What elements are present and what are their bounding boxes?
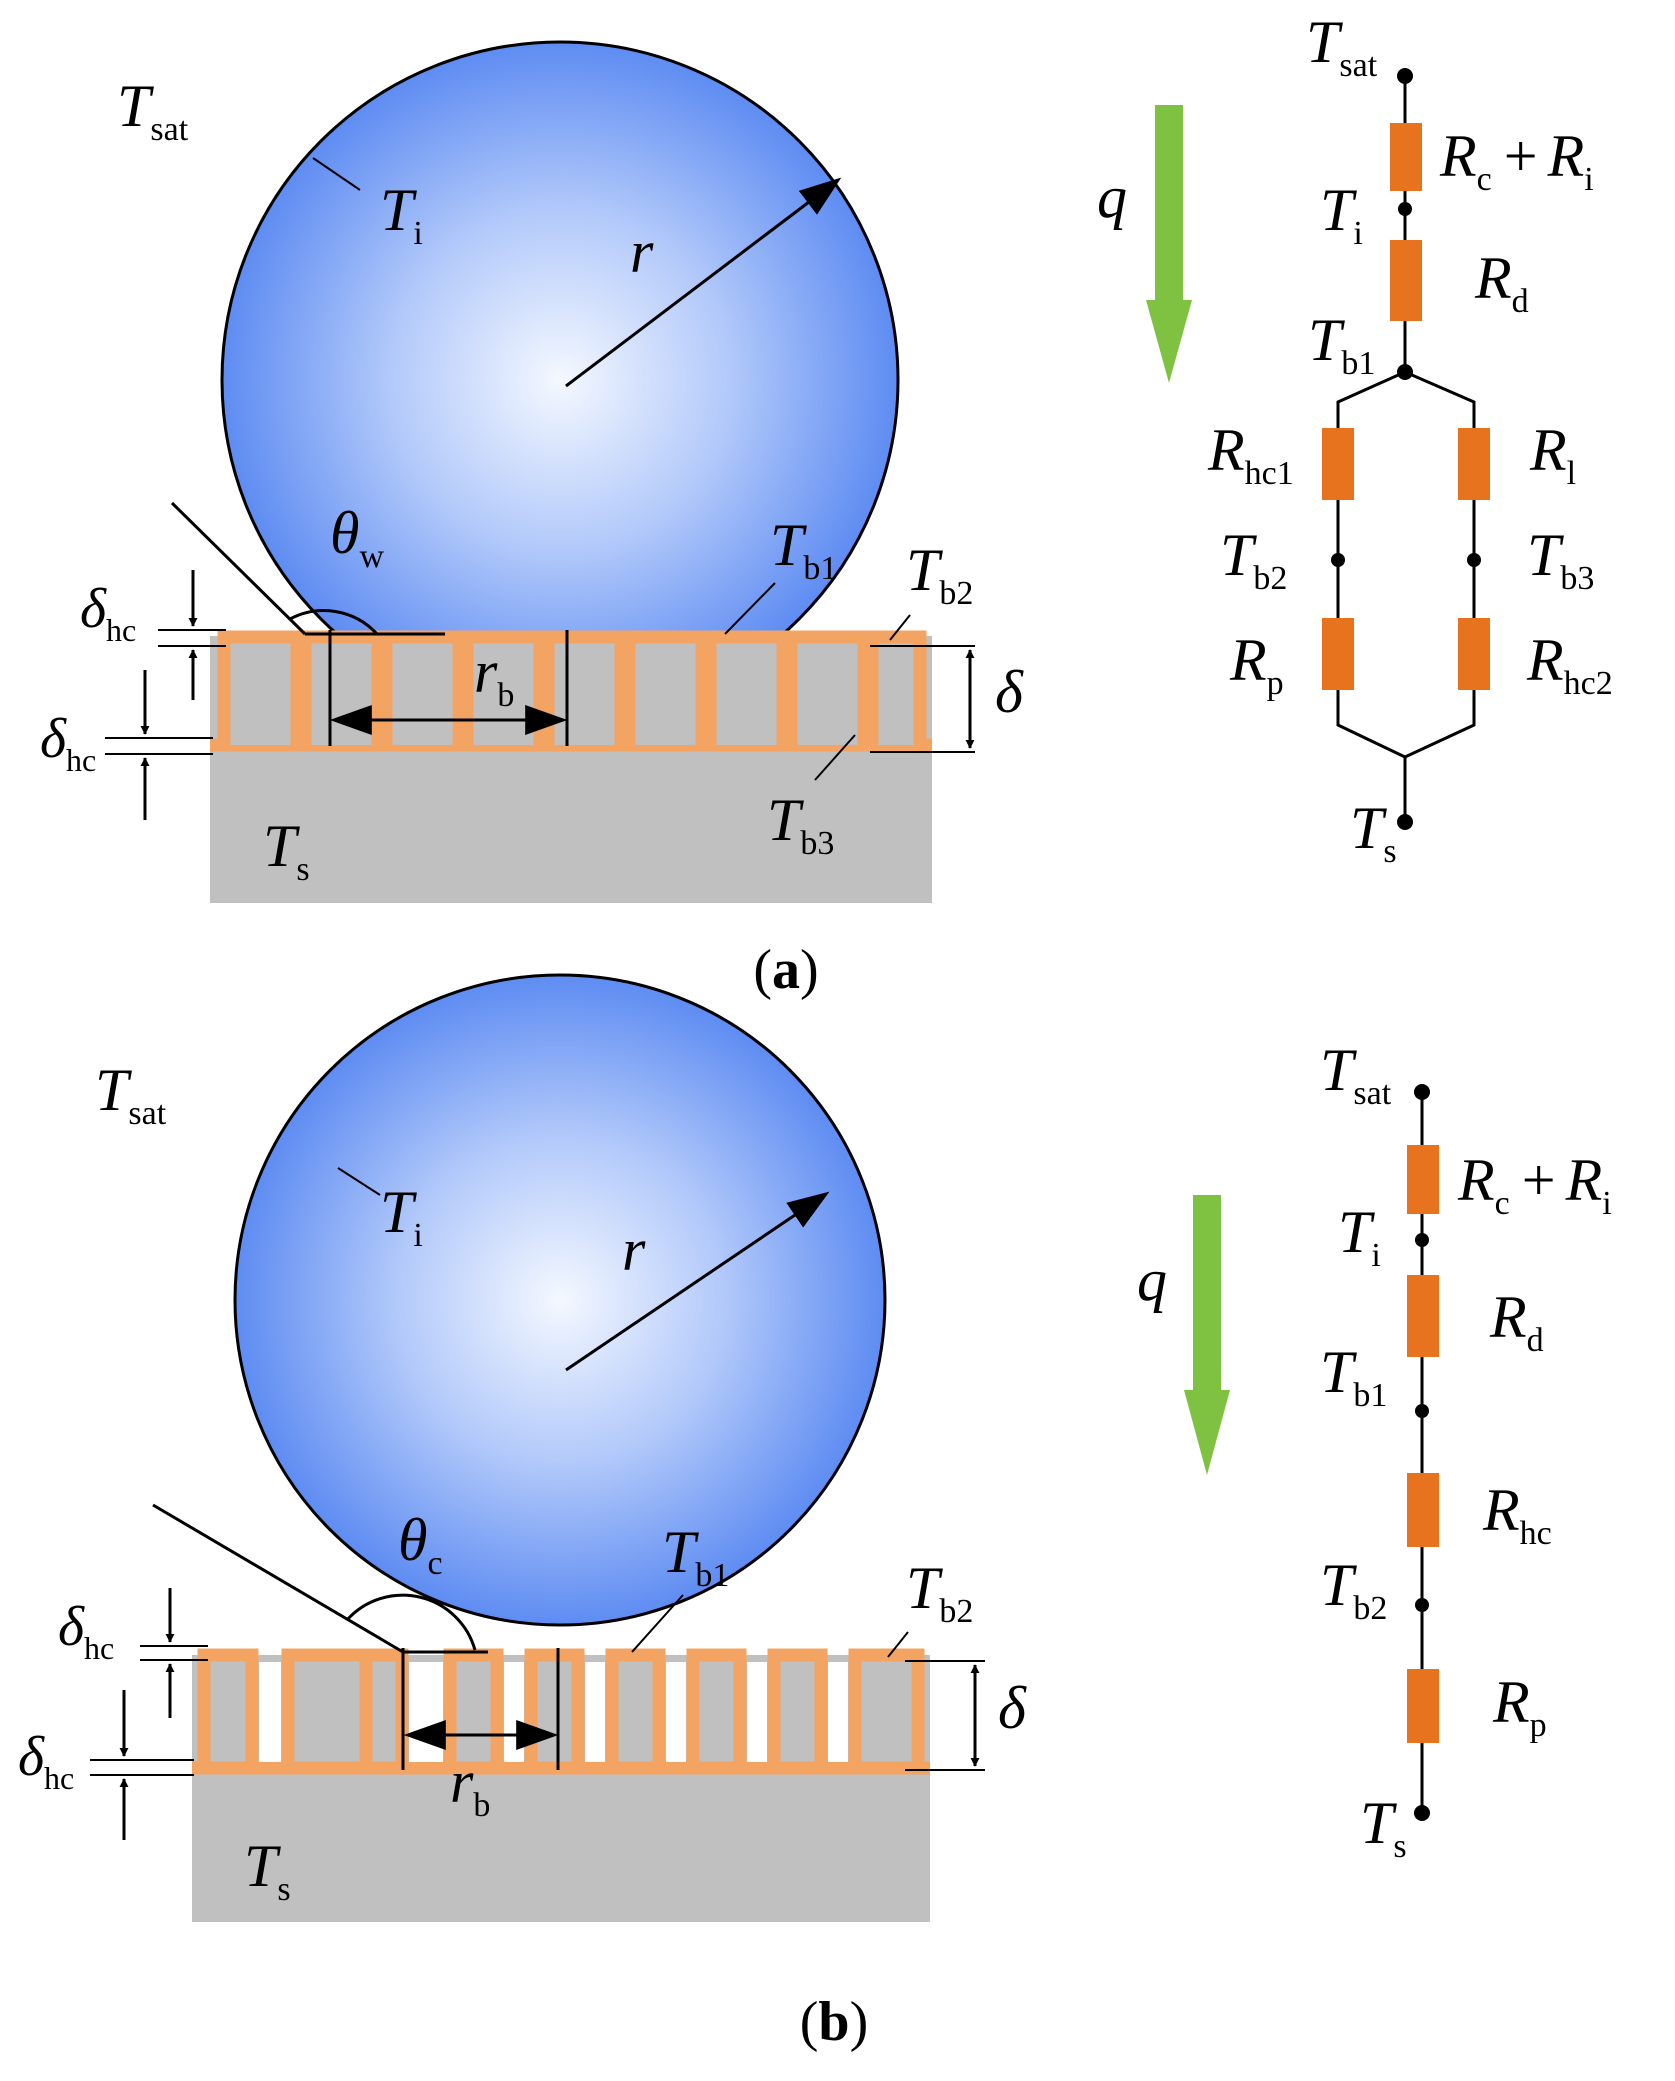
- panel-a-delta-hc-bottom-label: δhc: [40, 708, 96, 778]
- panel-b-label: (b): [800, 1991, 868, 2053]
- panel-b-tsat-label: Tsat: [95, 1057, 167, 1132]
- panel-a-circuit-tb3: Tb3: [1527, 522, 1594, 597]
- panel-a-circuit-ts: Ts: [1350, 795, 1397, 870]
- panel-a-droplet-schematic: Tsat Ti r θw Tb1 Tb2 rb δ δhc δhc Tb3 Ts: [40, 40, 1024, 903]
- panel-b-droplet: [233, 973, 887, 1627]
- panel-b-thermal-circuit: q Tsat Rc+Ri Ti Rd Tb1 Rhc Tb2 Rp Ts: [1137, 1037, 1612, 1865]
- panel-b-droplet-schematic: Tsat Ti r θc Tb1 Tb2 δ δhc δhc rb Ts: [18, 973, 1027, 1922]
- panel-a-radius-arrow: [565, 177, 842, 388]
- panel-a-droplet: [220, 40, 900, 720]
- panel-b-delta-label: δ: [998, 1675, 1027, 1741]
- panel-b-theta-arc: [345, 1593, 477, 1651]
- panel-b-circuit-rhc: Rhc: [1482, 1477, 1552, 1552]
- panel-a-resistors: [1322, 123, 1490, 690]
- panel-a-tsat-label: Tsat: [117, 73, 189, 148]
- panel-a-circuit-rp: Rp: [1229, 627, 1284, 702]
- panel-b-circuit-ts: Ts: [1360, 1790, 1407, 1865]
- panel-b-circuit-tb2: Tb2: [1320, 1552, 1387, 1627]
- panel-a-contact-tangent: [170, 501, 307, 636]
- panel-b-circuit-rc-ri: Rc+Ri: [1457, 1147, 1612, 1222]
- panel-a-r-label: r: [630, 219, 654, 285]
- panel-a-tb3-label: Tb3: [767, 787, 834, 862]
- panel-b-contact-tangent: [152, 1503, 404, 1654]
- panel-b-theta-label: θc: [398, 1507, 443, 1582]
- panel-a-thermal-circuit: q Tsat Rc+Ri Ti Rd: [1097, 9, 1613, 870]
- panel-b-circuit-rd: Rd: [1489, 1284, 1544, 1359]
- panel-a-resistor-rc-ri: [1390, 123, 1422, 191]
- panel-a-theta-arc: [289, 609, 379, 636]
- panel-b-circuit-tsat: Tsat: [1320, 1037, 1392, 1112]
- panel-b-tb1-label: Tb1: [662, 1519, 729, 1594]
- panel-a-circuit-rd: Rd: [1474, 245, 1529, 320]
- panel-a-ts-label: Ts: [263, 813, 310, 888]
- panel-b-heat-flux-arrow: [1184, 1195, 1230, 1475]
- panel-a-theta-label: θw: [330, 500, 384, 575]
- panel-b-resistor-rp: [1407, 1669, 1439, 1743]
- panel-b-circuit-rp: Rp: [1492, 1669, 1547, 1744]
- panel-b-radius-arrow: [565, 1191, 830, 1372]
- panel-b-resistor-rc-ri: [1407, 1145, 1439, 1214]
- panel-a-tb2-label: Tb2: [906, 537, 973, 612]
- panel-a-resistor-rhc2: [1458, 618, 1490, 690]
- panel-a-circuit-rhc1: Rhc1: [1207, 417, 1294, 492]
- panel-a-delta-label: δ: [995, 659, 1024, 725]
- panel-b-circuit-tb1: Tb1: [1320, 1339, 1387, 1414]
- panel-b-r-label: r: [622, 1217, 646, 1283]
- panel-a-circuit-tb1: Tb1: [1308, 307, 1375, 382]
- panel-a-circuit-rc-ri: Rc+Ri: [1439, 123, 1594, 198]
- panel-a-resistor-rhc1: [1322, 428, 1354, 500]
- panel-b-circuit-ti: Ti: [1338, 1199, 1381, 1274]
- panel-a-ti-label: Ti: [380, 177, 423, 252]
- panel-a-circuit-rhc2: Rhc2: [1526, 627, 1613, 702]
- panel-b-resistors: [1407, 1145, 1439, 1743]
- panel-a-resistor-rp: [1322, 618, 1354, 690]
- panel-a-q-label: q: [1097, 164, 1127, 230]
- panel-b-ti-label: Ti: [380, 1179, 423, 1254]
- panel-b-delta-hc-bottom-label: δhc: [18, 1726, 74, 1796]
- panel-a-circuit-ti: Ti: [1320, 177, 1363, 252]
- panel-a-circuit-rl: Rl: [1529, 417, 1576, 492]
- panel-b-pillars: [197, 1648, 925, 1768]
- panel-a-resistor-rl: [1458, 428, 1490, 500]
- panel-a-tb1-label: Tb1: [770, 512, 837, 587]
- panel-a-resistor-rd: [1390, 240, 1422, 321]
- panel-a-circuit-tsat: Tsat: [1306, 9, 1378, 84]
- panel-a-rb-label: rb: [474, 639, 514, 714]
- panel-b-resistor-rhc: [1407, 1473, 1439, 1547]
- panel-b-rb-label: rb: [450, 1749, 490, 1824]
- panel-b-q-label: q: [1137, 1247, 1167, 1313]
- panel-b-delta-hc-top-label: δhc: [58, 1596, 114, 1666]
- panel-a-delta-hc-top-label: δhc: [80, 578, 136, 648]
- panel-b-resistor-rd: [1407, 1275, 1439, 1357]
- panel-a-heat-flux-arrow: [1146, 105, 1192, 383]
- panel-a-label: (a): [753, 939, 818, 1001]
- panel-a-circuit-tb2: Tb2: [1220, 522, 1287, 597]
- panel-b-tb2-label: Tb2: [906, 1555, 973, 1630]
- panel-b-ts-label: Ts: [244, 1833, 291, 1908]
